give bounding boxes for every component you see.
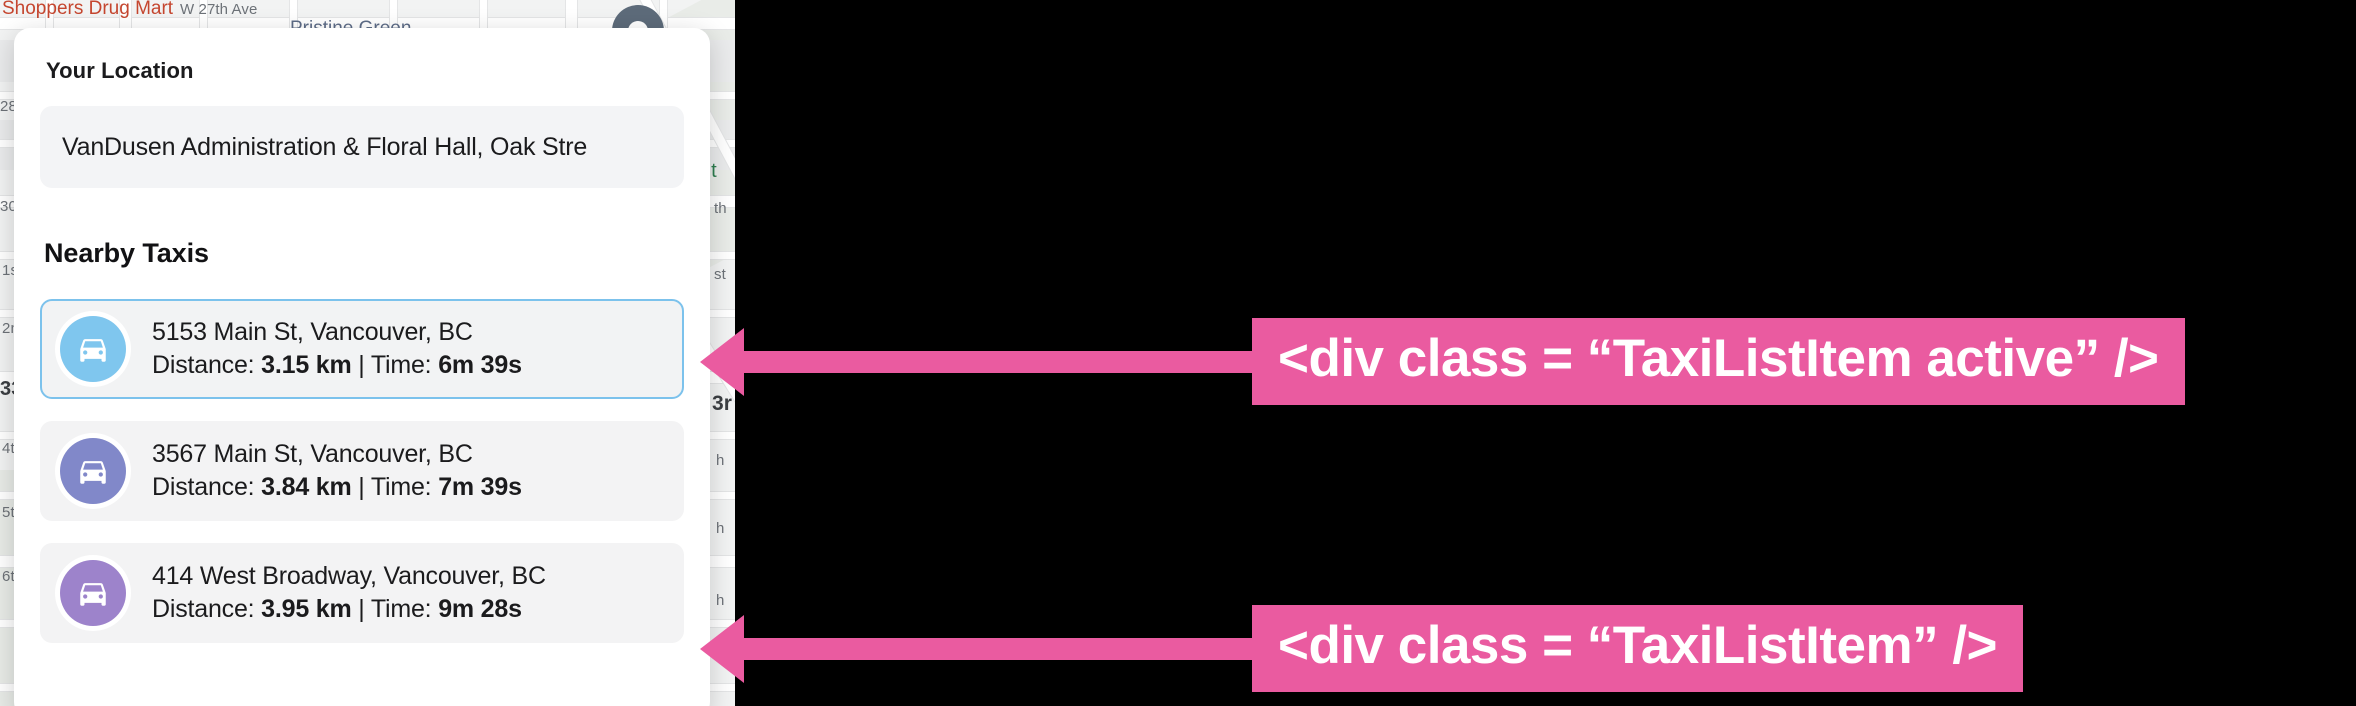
location-input[interactable]: VanDusen Administration & Floral Hall, O… — [40, 106, 684, 188]
time-prefix: Time: — [370, 595, 439, 623]
annotation-label-active: <div class = “TaxiListItem active” /> — [1252, 318, 2185, 405]
meta-separator: | — [351, 351, 371, 379]
map-street-label: h — [716, 592, 725, 609]
distance-value: 3.15 km — [261, 351, 352, 379]
taxi-meta: Distance: 3.15 km | Time: 6m 39s — [152, 349, 522, 382]
annotation-active-item: <div class = “TaxiListItem active” /> — [700, 318, 2185, 405]
map-street-label: 3r — [712, 392, 733, 415]
annotation-label-default: <div class = “TaxiListItem” /> — [1252, 605, 2024, 692]
taxi-address: 414 West Broadway, Vancouver, BC — [152, 562, 546, 590]
annotation-arrow — [700, 327, 1252, 396]
map-street-label: h — [716, 520, 725, 537]
map-street-label: 1s — [2, 262, 19, 279]
taxi-address: 5153 Main St, Vancouver, BC — [152, 318, 473, 346]
meta-separator: | — [351, 595, 371, 623]
distance-value: 3.84 km — [261, 473, 352, 501]
taxi-list-item[interactable]: 414 West Broadway, Vancouver, BC Distanc… — [40, 543, 684, 643]
distance-prefix: Distance: — [152, 595, 262, 623]
map-street-horizontal — [0, 18, 735, 29]
car-icon — [60, 560, 126, 626]
taxi-list: 5153 Main St, Vancouver, BC Distance: 3.… — [40, 299, 684, 643]
distance-prefix: Distance: — [152, 351, 262, 379]
arrow-head-icon — [700, 614, 744, 683]
taxi-meta: Distance: 3.84 km | Time: 7m 39s — [152, 471, 522, 504]
meta-separator: | — [351, 473, 371, 501]
location-input-value[interactable]: VanDusen Administration & Floral Hall, O… — [62, 132, 588, 161]
arrow-shaft — [744, 637, 1252, 660]
arrow-head-icon — [700, 327, 744, 396]
arrow-shaft — [744, 350, 1252, 373]
time-prefix: Time: — [370, 351, 439, 379]
annotation-arrow — [700, 614, 1252, 683]
time-prefix: Time: — [370, 473, 439, 501]
map-street-label: 4t — [2, 440, 15, 457]
map-poi-label-shoppers: Shoppers Drug Mart — [2, 0, 174, 19]
taxi-item-text: 5153 Main St, Vancouver, BC Distance: 3.… — [152, 316, 522, 382]
taxi-item-text: 414 West Broadway, Vancouver, BC Distanc… — [152, 560, 546, 626]
your-location-label: Your Location — [46, 58, 194, 83]
taxi-list-item-active[interactable]: 5153 Main St, Vancouver, BC Distance: 3.… — [40, 299, 684, 399]
annotation-default-item: <div class = “TaxiListItem” /> — [700, 605, 2024, 692]
map-street-label: W 27th Ave — [180, 1, 258, 18]
map-street-label: h — [716, 452, 725, 469]
map-street-label: st — [714, 266, 726, 283]
distance-value: 3.95 km — [261, 595, 352, 623]
map-street-label: th — [714, 200, 727, 217]
map-street-label: 6t — [2, 568, 15, 585]
time-value: 7m 39s — [438, 473, 522, 501]
taxi-address: 3567 Main St, Vancouver, BC — [152, 440, 473, 468]
taxi-panel: Your Location VanDusen Administration & … — [14, 28, 710, 706]
taxi-item-text: 3567 Main St, Vancouver, BC Distance: 3.… — [152, 438, 522, 504]
time-value: 9m 28s — [438, 595, 522, 623]
car-icon — [60, 438, 126, 504]
taxi-list-item[interactable]: 3567 Main St, Vancouver, BC Distance: 3.… — [40, 421, 684, 521]
map-street-label: 5t — [2, 504, 15, 521]
taxi-meta: Distance: 3.95 km | Time: 9m 28s — [152, 593, 546, 626]
distance-prefix: Distance: — [152, 473, 262, 501]
nearby-taxis-heading: Nearby Taxis — [44, 238, 209, 268]
time-value: 6m 39s — [438, 351, 522, 379]
car-icon — [60, 316, 126, 382]
